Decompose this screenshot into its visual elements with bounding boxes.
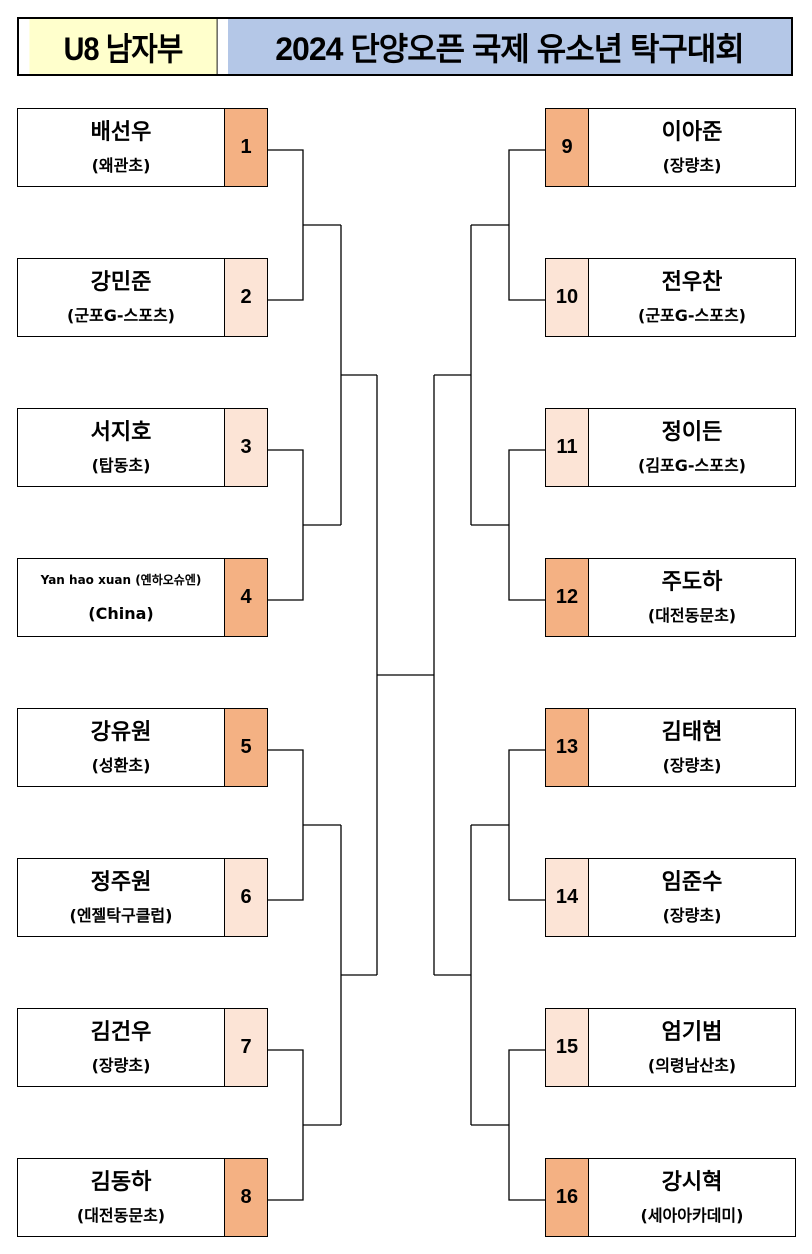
seed-number: 12	[546, 559, 589, 636]
player-info: 정이든 (김포G-스포츠)	[589, 409, 795, 486]
player-info: 배선우 (왜관초)	[18, 109, 224, 186]
round2-connector	[434, 225, 472, 525]
player-info: 임준수 (장량초)	[589, 859, 795, 936]
player-name: 정주원	[90, 869, 152, 895]
seed-number: 2	[224, 259, 267, 336]
player-info: 엄기범 (의령남산초)	[589, 1009, 795, 1086]
player-club: (엔젤탁구클럽)	[69, 905, 173, 925]
round1-connector	[267, 449, 341, 601]
player-club: (장량초)	[662, 155, 722, 175]
player-name: Yan hao xuan (옌하오슈엔)	[40, 572, 202, 587]
player-name: 김건우	[90, 1019, 152, 1045]
player-name: 임준수	[661, 869, 723, 895]
seed-number: 13	[546, 709, 589, 786]
player-info: 김태현 (장량초)	[589, 709, 795, 786]
player-club: (의령남산초)	[647, 1055, 737, 1075]
player-club: (세아아카데미)	[640, 1205, 744, 1225]
player-name: 강민준	[90, 269, 152, 295]
player-club: (장량초)	[662, 905, 722, 925]
round1-connector	[267, 749, 341, 901]
player-info: 강유원 (성환초)	[18, 709, 224, 786]
player-info: 정주원 (엔젤탁구클럽)	[18, 859, 224, 936]
player-entry: 13 김태현 (장량초)	[545, 708, 796, 787]
player-info: 전우찬 (군포G-스포츠)	[589, 259, 795, 336]
player-name: 주도하	[661, 569, 723, 595]
seed-number: 4	[224, 559, 267, 636]
player-entry: 강민준 (군포G-스포츠) 2	[17, 258, 268, 337]
seed-number: 16	[546, 1159, 589, 1236]
player-entry: 12 주도하 (대전동문초)	[545, 558, 796, 637]
semifinal-connector	[376, 375, 434, 975]
player-entry: 16 강시혁 (세아아카데미)	[545, 1158, 796, 1237]
player-club: (대전동문초)	[647, 605, 737, 625]
player-club: (장량초)	[91, 1055, 151, 1075]
player-info: 김건우 (장량초)	[18, 1009, 224, 1086]
player-info: 이아준 (장량초)	[589, 109, 795, 186]
seed-number: 11	[546, 409, 589, 486]
player-entry: 11 정이든 (김포G-스포츠)	[545, 408, 796, 487]
player-info: Yan hao xuan (옌하오슈엔) (China)	[18, 559, 224, 636]
seed-number: 10	[546, 259, 589, 336]
player-name: 김태현	[661, 719, 723, 745]
player-name: 정이든	[661, 419, 723, 445]
player-club: (군포G-스포츠)	[638, 305, 746, 325]
round1-connector	[267, 149, 341, 301]
player-name: 강시혁	[661, 1169, 723, 1195]
round1-connector	[267, 1049, 341, 1201]
round2-connector	[434, 825, 472, 1125]
player-club: (장량초)	[662, 755, 722, 775]
player-name: 엄기범	[661, 1019, 723, 1045]
seed-number: 15	[546, 1009, 589, 1086]
seed-number: 3	[224, 409, 267, 486]
player-entry: 김건우 (장량초) 7	[17, 1008, 268, 1087]
player-club: (김포G-스포츠)	[638, 455, 746, 475]
player-name: 배선우	[90, 119, 152, 145]
player-entry: 서지호 (탑동초) 3	[17, 408, 268, 487]
player-name: 강유원	[90, 719, 152, 745]
player-club: (군포G-스포츠)	[67, 305, 175, 325]
player-name: 전우찬	[661, 269, 723, 295]
tournament-title: 2024 단양오픈 국제 유소년 탁구대회	[228, 19, 791, 74]
seed-number: 9	[546, 109, 589, 186]
player-name: 김동하	[90, 1169, 152, 1195]
player-entry: 15 엄기범 (의령남산초)	[545, 1008, 796, 1087]
player-info: 강민준 (군포G-스포츠)	[18, 259, 224, 336]
seed-number: 8	[224, 1159, 267, 1236]
player-entry: 배선우 (왜관초) 1	[17, 108, 268, 187]
player-club: (China)	[88, 603, 154, 623]
player-entry: 김동하 (대전동문초) 8	[17, 1158, 268, 1237]
player-info: 주도하 (대전동문초)	[589, 559, 795, 636]
seed-number: 7	[224, 1009, 267, 1086]
player-entry: 강유원 (성환초) 5	[17, 708, 268, 787]
player-info: 강시혁 (세아아카데미)	[589, 1159, 795, 1236]
player-info: 김동하 (대전동문초)	[18, 1159, 224, 1236]
player-info: 서지호 (탑동초)	[18, 409, 224, 486]
player-club: (성환초)	[91, 755, 151, 775]
seed-number: 6	[224, 859, 267, 936]
title-bar: U8 남자부 2024 단양오픈 국제 유소년 탁구대회	[17, 17, 793, 76]
player-name: 서지호	[90, 419, 152, 445]
player-club: (탑동초)	[91, 455, 151, 475]
round1-connector	[471, 149, 545, 301]
player-club: (왜관초)	[91, 155, 151, 175]
seed-number: 1	[224, 109, 267, 186]
seed-number: 5	[224, 709, 267, 786]
round2-connector	[340, 825, 377, 1125]
player-entry: 정주원 (엔젤탁구클럽) 6	[17, 858, 268, 937]
round1-connector	[471, 1049, 545, 1201]
seed-number: 14	[546, 859, 589, 936]
player-name: 이아준	[661, 119, 723, 145]
player-entry: 14 임준수 (장량초)	[545, 858, 796, 937]
round2-connector	[340, 225, 377, 525]
player-club: (대전동문초)	[76, 1205, 166, 1225]
round1-connector	[471, 449, 545, 601]
division-title: U8 남자부	[29, 19, 218, 74]
player-entry: 9 이아준 (장량초)	[545, 108, 796, 187]
player-entry: Yan hao xuan (옌하오슈엔) (China) 4	[17, 558, 268, 637]
player-entry: 10 전우찬 (군포G-스포츠)	[545, 258, 796, 337]
round1-connector	[471, 749, 545, 901]
